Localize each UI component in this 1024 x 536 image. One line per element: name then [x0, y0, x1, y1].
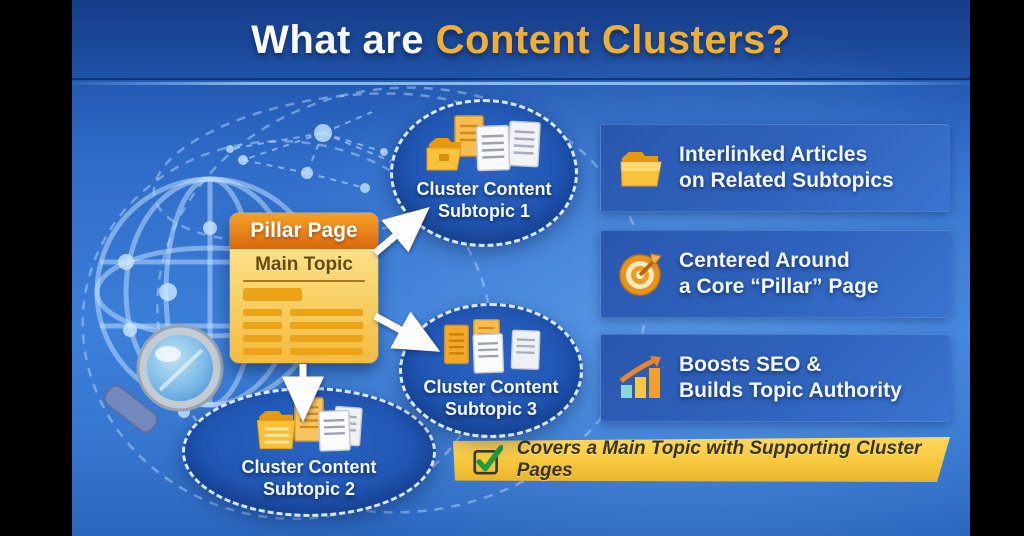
constellation-lines: [229, 111, 413, 189]
panel-line1: Boosts SEO &: [679, 353, 822, 376]
cluster-label-line2: Subtopic 1: [437, 201, 530, 221]
cluster-label-line2: Subtopic 3: [444, 399, 537, 419]
panel-line2: on Related Subtopics: [679, 169, 894, 192]
checkbox-check-icon: [473, 444, 503, 474]
pillar-card-rule: [243, 280, 365, 282]
panel-text: Boosts SEO & Builds Topic Authority: [679, 352, 902, 404]
title-highlight: Content Clusters?: [435, 18, 791, 62]
cluster-label: Cluster Content Subtopic 2: [242, 456, 377, 500]
cluster-label-line1: Cluster Content: [423, 377, 559, 397]
cluster-bubble-1: Cluster Content Subtopic 1: [390, 99, 578, 247]
folder-documents-icon: [426, 115, 541, 172]
folder-documents-icon: [256, 397, 363, 452]
cluster-bubble-3: Cluster Content Subtopic 3: [399, 303, 583, 438]
pillar-page-card: Pillar Page Main Topic: [230, 213, 378, 363]
magnifier-icon: [103, 324, 224, 434]
constellation-nodes: [226, 124, 388, 193]
cluster-label-line1: Cluster Content: [241, 457, 377, 477]
pillar-card-content-bars: [230, 288, 378, 355]
panel-line1: Centered Around: [679, 249, 850, 272]
bar-chart-icon: [619, 356, 661, 398]
pillar-card-subheader: Main Topic: [255, 254, 353, 275]
info-panel-interlinked: Interlinked Articles on Related Subtopic…: [600, 124, 950, 212]
info-panel-seo: Boosts SEO & Builds Topic Authority: [600, 334, 950, 422]
title-band: [72, 0, 970, 80]
panel-line1: Interlinked Articles: [679, 143, 868, 166]
cluster-label: Cluster Content Subtopic 3: [424, 376, 559, 420]
panel-text: Centered Around a Core “Pillar” Page: [679, 248, 879, 300]
cluster-bubble-2: Cluster Content Subtopic 2: [182, 387, 436, 517]
pillar-card-header: Pillar Page: [230, 213, 378, 249]
cluster-label: Cluster Content Subtopic 1: [417, 178, 552, 222]
page-title: What are Content Clusters?: [72, 18, 970, 63]
cluster-label-line2: Subtopic 2: [262, 479, 355, 499]
panel-line2: Builds Topic Authority: [679, 379, 902, 402]
summary-banner-text: Covers a Main Topic with Supporting Clus…: [516, 437, 922, 481]
info-panel-pillar-core: Centered Around a Core “Pillar” Page: [600, 230, 950, 318]
title-divider: [72, 82, 970, 85]
title-prefix: What are: [251, 18, 436, 62]
summary-banner: Covers a Main Topic with Supporting Clus…: [453, 437, 950, 482]
panel-line2: a Core “Pillar” Page: [679, 275, 879, 298]
target-icon: [619, 253, 662, 296]
panel-text: Interlinked Articles on Related Subtopic…: [679, 142, 894, 194]
folder-documents-icon: [443, 319, 541, 374]
infographic-canvas: What are Content Clusters? Cluster Conte…: [72, 0, 970, 536]
folder-icon: [620, 152, 662, 187]
cluster-label-line1: Cluster Content: [416, 179, 552, 199]
